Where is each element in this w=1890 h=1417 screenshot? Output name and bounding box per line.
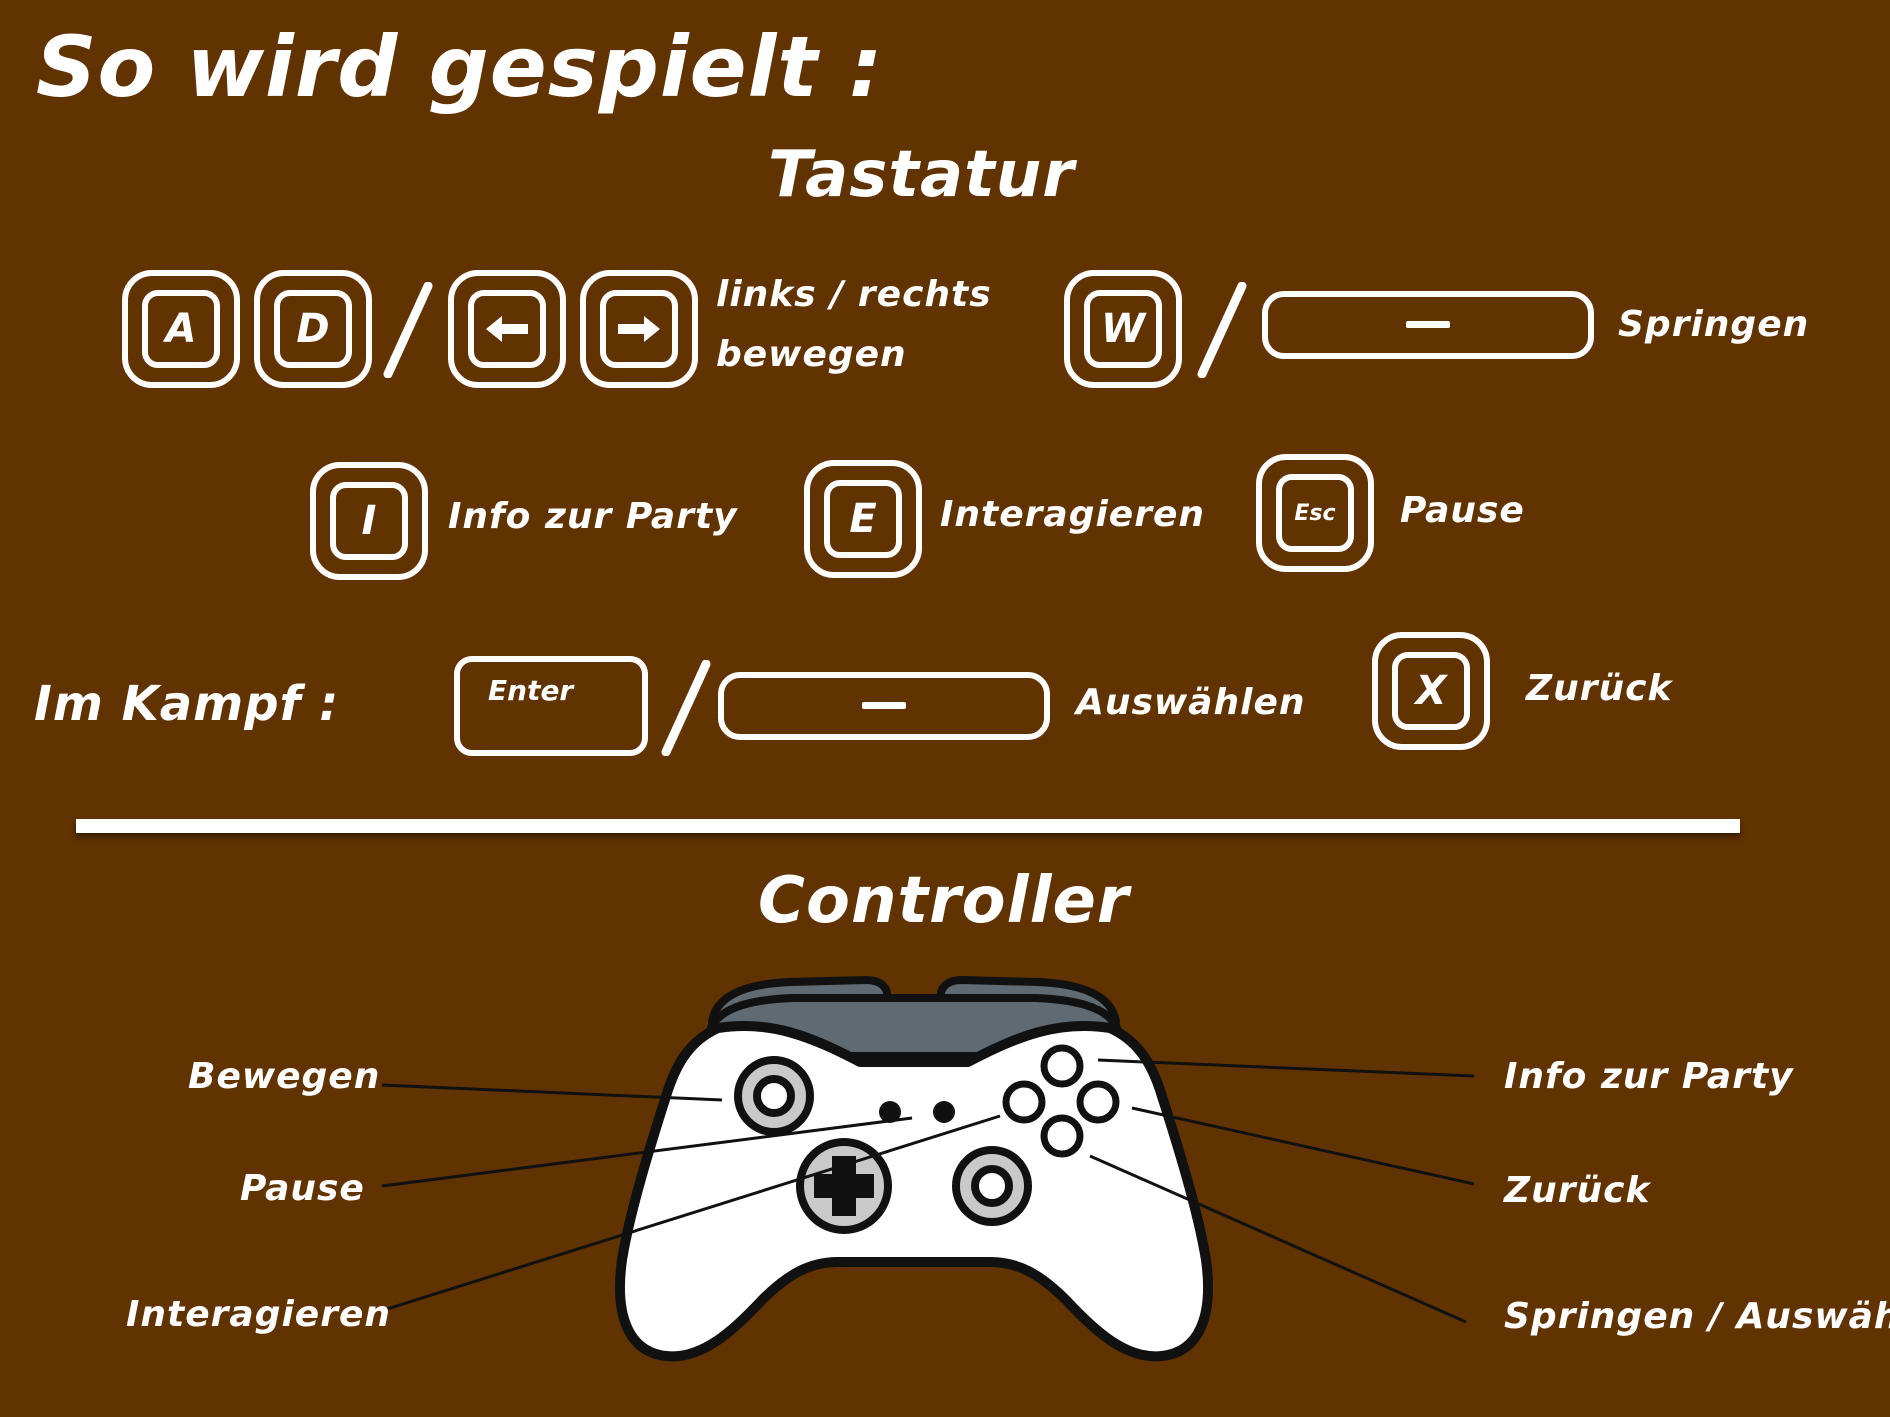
leader-party-info	[1097, 1058, 1475, 1078]
button-x	[1002, 1080, 1046, 1124]
controller-move-label: Bewegen	[188, 1056, 381, 1097]
controller-party-info-label: Info zur Party	[1504, 1056, 1794, 1097]
controller-jump-select-label: Springen / Auswählen	[1504, 1296, 1890, 1337]
space-bar-icon	[862, 702, 906, 709]
key-i-label: I	[330, 482, 408, 560]
key-d: D	[254, 270, 372, 388]
menu-button	[933, 1101, 955, 1123]
button-b	[1076, 1080, 1120, 1124]
arrow-right-icon	[600, 290, 678, 368]
separator-slash	[1197, 282, 1247, 378]
key-enter-label: Enter	[488, 674, 574, 707]
separator-slash	[661, 660, 711, 756]
button-y	[1040, 1044, 1084, 1088]
key-x-label: X	[1392, 652, 1470, 730]
leader-jump-select	[1089, 1154, 1467, 1324]
leader-move	[381, 1083, 723, 1102]
key-e-label: E	[824, 480, 902, 558]
key-esc-label: Esc	[1276, 474, 1354, 552]
key-space-combat	[718, 672, 1050, 740]
controller-pause-label: Pause	[240, 1168, 365, 1209]
button-a	[1040, 1114, 1084, 1158]
key-x: X	[1372, 632, 1490, 750]
move-label-line1: links / rechts	[716, 274, 992, 315]
leader-pause	[381, 1116, 913, 1188]
key-enter: Enter	[454, 656, 648, 756]
controller-body	[614, 1020, 1214, 1362]
leader-back	[1131, 1106, 1475, 1186]
key-i: I	[310, 462, 428, 580]
party-info-label: Info zur Party	[448, 496, 738, 537]
space-bar-icon	[1406, 321, 1450, 328]
section-divider	[76, 819, 1740, 833]
pause-label: Pause	[1400, 490, 1525, 531]
move-label-line2: bewegen	[716, 334, 907, 375]
key-w-label: W	[1084, 290, 1162, 368]
controller-interact-label: Interagieren	[126, 1294, 392, 1335]
key-a: A	[122, 270, 240, 388]
combat-label: Im Kampf :	[34, 676, 340, 732]
key-arrow-left	[448, 270, 566, 388]
jump-label: Springen	[1618, 304, 1810, 345]
separator-slash	[383, 282, 433, 378]
key-arrow-right	[580, 270, 698, 388]
arrow-left-icon	[468, 290, 546, 368]
view-button	[879, 1101, 901, 1123]
back-label: Zurück	[1526, 668, 1673, 709]
key-esc: Esc	[1256, 454, 1374, 572]
controller-back-label: Zurück	[1504, 1170, 1651, 1211]
key-d-label: D	[274, 290, 352, 368]
page-title: So wird gespielt :	[36, 18, 884, 116]
leader-interact	[383, 1114, 1001, 1312]
key-a-label: A	[142, 290, 220, 368]
key-space	[1262, 291, 1594, 359]
select-label: Auswählen	[1076, 682, 1306, 723]
keyboard-heading: Tastatur	[768, 138, 1075, 212]
key-e: E	[804, 460, 922, 578]
interact-label: Interagieren	[940, 494, 1206, 535]
controller-heading: Controller	[758, 864, 1130, 938]
key-w: W	[1064, 270, 1182, 388]
